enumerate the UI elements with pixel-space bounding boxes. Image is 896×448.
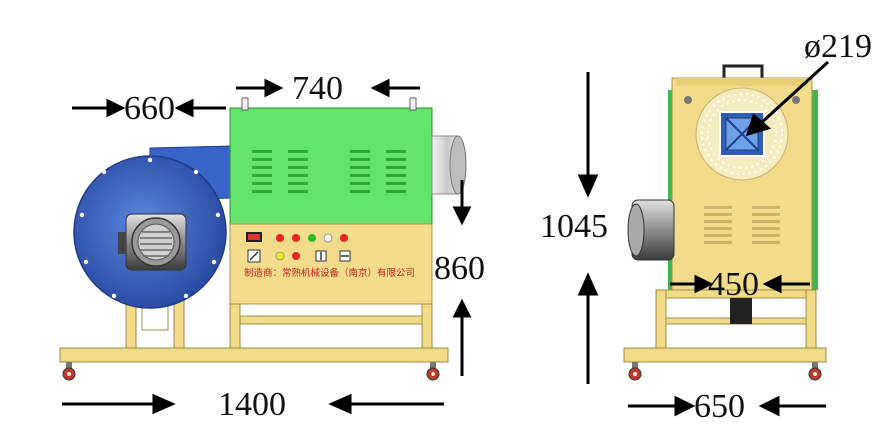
dimension-label-860: 860 xyxy=(434,250,485,287)
dimension-label-1045: 1045 xyxy=(540,208,608,245)
front-caster-right xyxy=(808,362,822,381)
front-motor xyxy=(627,199,675,261)
outlet-duct xyxy=(431,135,467,195)
dimension-label-1400: 1400 xyxy=(218,386,286,423)
dimension-label-650: 650 xyxy=(694,388,745,425)
front-view xyxy=(623,64,827,381)
side-vents xyxy=(252,150,406,193)
cabinet-leg-right xyxy=(421,303,433,349)
stop-button xyxy=(292,252,300,260)
dimension-label-diameter-219: ø219 xyxy=(804,28,872,65)
blower-bolts xyxy=(79,157,221,299)
indicator-green xyxy=(308,234,316,242)
front-caster-left xyxy=(628,362,642,381)
caster-right xyxy=(426,362,440,381)
top-handle-left xyxy=(241,97,249,111)
control-panel: 制造商：常熟机械设备（南京）有限公司 xyxy=(244,232,415,279)
front-vents xyxy=(704,206,780,244)
company-text: 制造商：常熟机械设备（南京）有限公司 xyxy=(244,267,415,279)
caster-left xyxy=(62,362,76,381)
top-handle-right xyxy=(409,97,417,111)
indicator-yellow xyxy=(275,251,285,261)
cabinet-leg-left xyxy=(229,303,241,349)
dimension-label-740: 740 xyxy=(292,70,343,107)
indicator-red-3 xyxy=(340,234,348,242)
front-vent-grille xyxy=(695,87,789,181)
front-lower-block xyxy=(730,298,752,324)
base-frame xyxy=(59,347,449,363)
blower-motor xyxy=(118,213,187,271)
dimension-label-660: 660 xyxy=(124,90,175,127)
dimension-label-450: 450 xyxy=(708,266,759,303)
front-top-handle xyxy=(722,64,764,78)
side-view: 制造商：常熟机械设备（南京）有限公司 xyxy=(59,97,467,381)
indicator-red-2 xyxy=(292,234,300,242)
cabinet-rail xyxy=(239,315,423,325)
indicator-white xyxy=(323,233,333,243)
front-knob-right xyxy=(792,96,800,104)
dimension-arrows xyxy=(62,60,830,417)
front-knob-left xyxy=(684,96,692,104)
indicator-red-1 xyxy=(276,234,284,242)
